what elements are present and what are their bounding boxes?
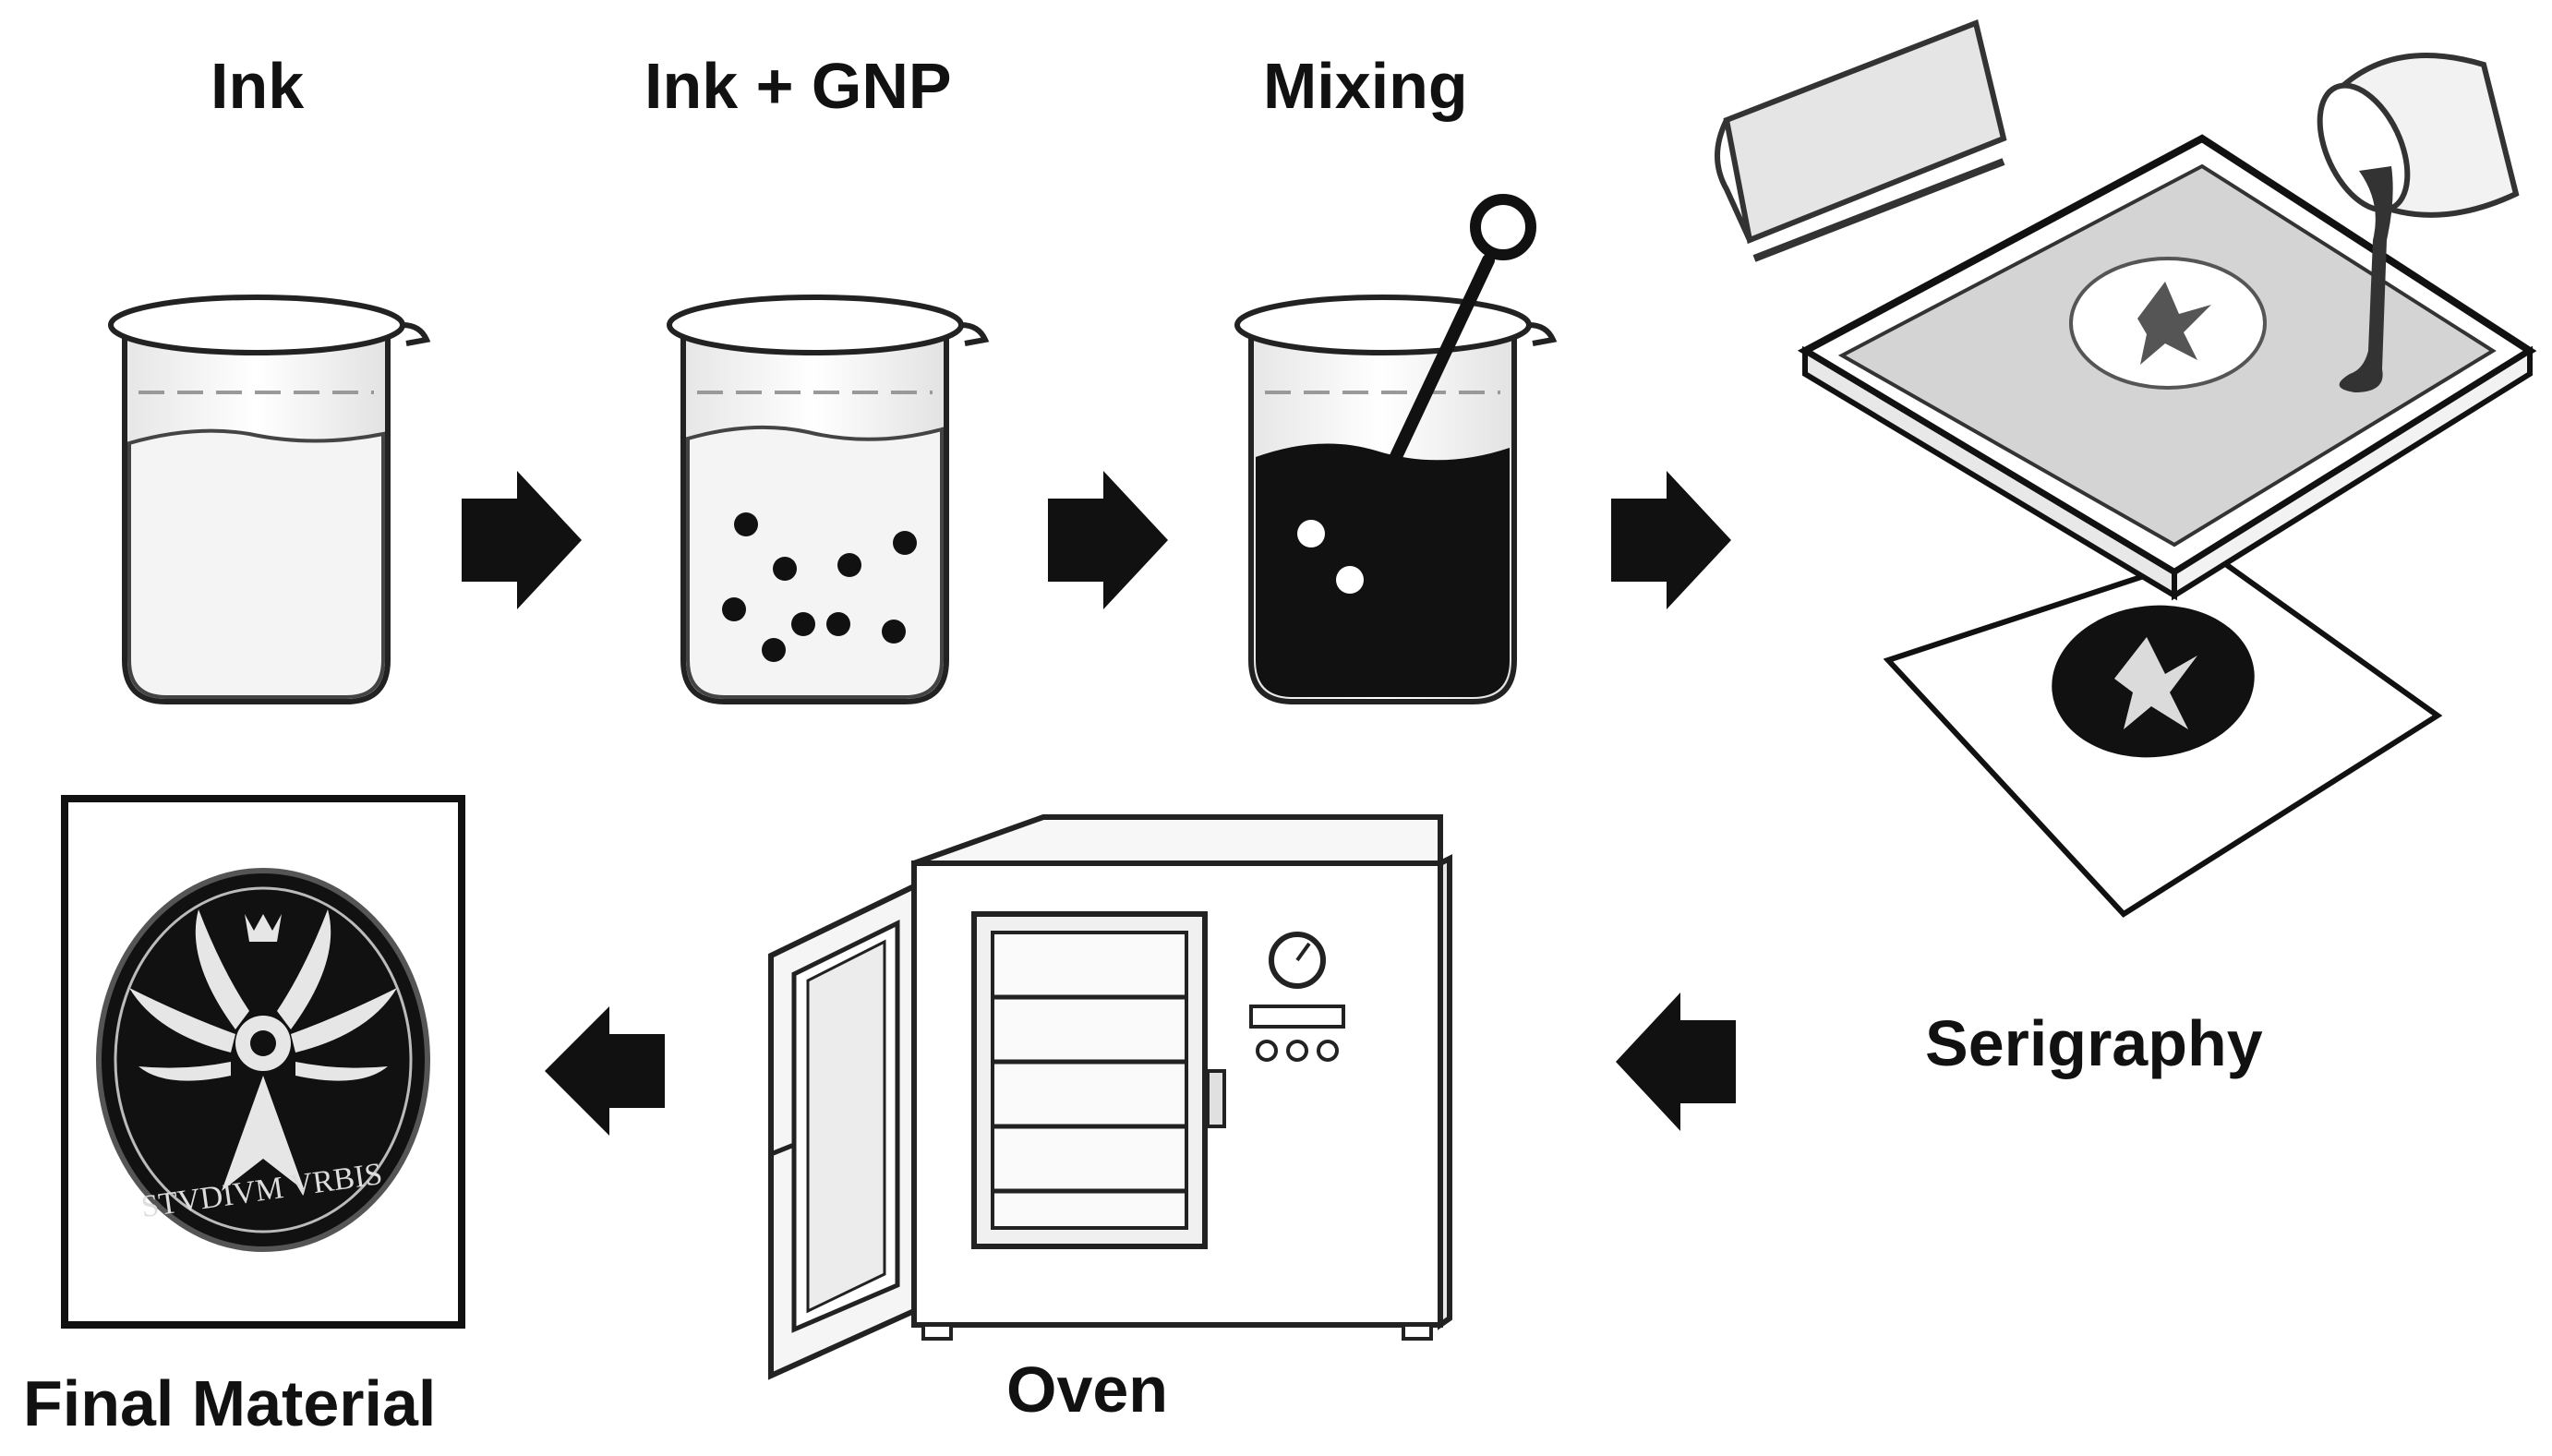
seal-emblem-icon — [129, 909, 397, 1191]
oven-icon — [768, 814, 1452, 1380]
arrow-right-icon — [1611, 471, 1731, 609]
screen-printing-frame-icon — [1715, 18, 2537, 918]
arrow-right-icon — [462, 471, 582, 609]
beaker-mixing-icon — [1234, 194, 1558, 704]
label-mixing: Mixing — [1263, 50, 1468, 122]
beaker-ink-icon — [108, 295, 431, 704]
final-material-panel: STVDIVM VRBIS — [61, 795, 465, 1329]
beaker-ink-gnp-icon — [667, 295, 990, 704]
arrow-left-icon — [545, 1006, 665, 1136]
label-ink-gnp: Ink + GNP — [644, 50, 952, 122]
label-serigraphy: Serigraphy — [1925, 1007, 2263, 1079]
arrow-right-icon — [1048, 471, 1168, 609]
label-ink: Ink — [211, 50, 305, 122]
arrow-left-icon — [1616, 993, 1736, 1131]
label-oven: Oven — [1006, 1354, 1169, 1426]
label-final-material: Final Material — [23, 1367, 437, 1439]
gnp-particles — [722, 512, 917, 662]
